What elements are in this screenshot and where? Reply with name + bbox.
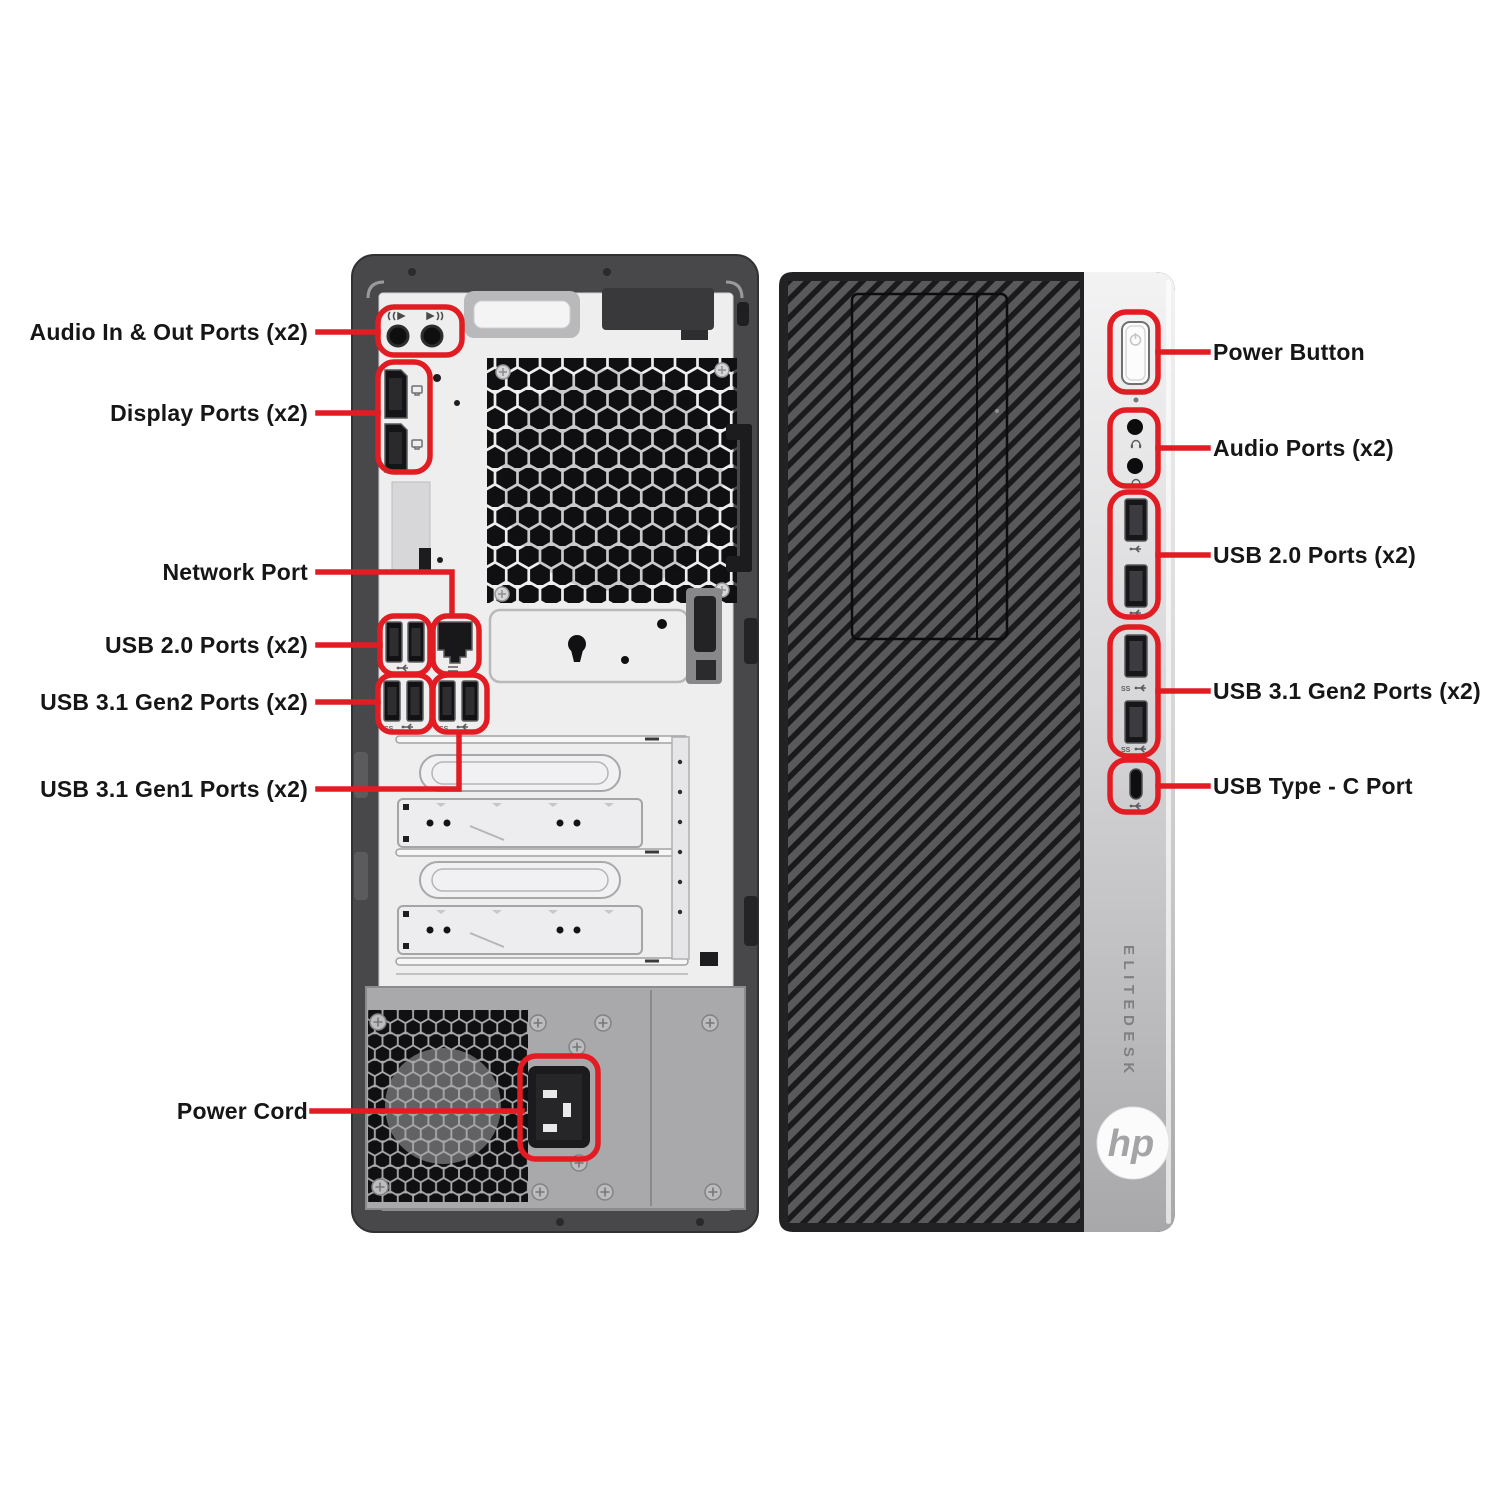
expansion-slots <box>395 735 718 975</box>
corner-brackets <box>366 280 744 1208</box>
svg-text:SS: SS <box>1121 686 1131 693</box>
label-usb31-gen1-rear: USB 3.1 Gen1 Ports (x2) <box>40 776 308 802</box>
rear-fan-grille <box>487 358 737 603</box>
power-button[interactable] <box>1121 321 1150 385</box>
label-audio-ports-front: Audio Ports (x2) <box>1213 435 1394 461</box>
back-tower: SS SS <box>351 254 759 1233</box>
front-striped-face <box>788 281 1080 1223</box>
front-silver-strip <box>1084 272 1175 1232</box>
front-audio-jack-2 <box>1127 458 1143 474</box>
audio-in-jack <box>386 324 410 348</box>
label-display-ports: Display Ports (x2) <box>110 400 308 426</box>
label-usb-type-c: USB Type - C Port <box>1213 773 1413 799</box>
slot-bracket <box>671 736 690 960</box>
leader-usb31-gen1-rear <box>315 730 462 792</box>
label-power-cord: Power Cord <box>176 1098 308 1124</box>
front-tower: SS SS ELITEDESK hp <box>779 272 1175 1232</box>
front-audio-jack-1 <box>1127 419 1143 435</box>
label-power-button: Power Button <box>1213 339 1365 365</box>
label-audio-in-out-ports: Audio In & Out Ports (x2) <box>29 319 308 345</box>
label-usb2-rear: USB 2.0 Ports (x2) <box>105 632 308 658</box>
rear-handle <box>726 424 752 572</box>
network-port <box>437 621 473 672</box>
label-usb31-gen2-front: USB 3.1 Gen2 Ports (x2) <box>1213 678 1481 704</box>
callout-display-ports <box>375 359 433 475</box>
power-inlet <box>528 1066 590 1148</box>
front-usb-c-port <box>1128 768 1143 810</box>
leader-network <box>315 569 455 617</box>
display-ports <box>384 369 423 473</box>
label-usb31-gen2-rear: USB 3.1 Gen2 Ports (x2) <box>40 689 308 715</box>
power-supply <box>365 986 746 1210</box>
front-audio-ports <box>1127 419 1143 488</box>
label-usb2-front: USB 2.0 Ports (x2) <box>1213 542 1416 568</box>
power-icon <box>1129 333 1142 346</box>
front-side-text: ELITEDESK <box>1120 945 1137 1079</box>
hp-logo: hp <box>1096 1106 1170 1180</box>
lock-slot <box>737 302 749 326</box>
svg-text:SS: SS <box>1121 747 1131 754</box>
callout-power-cord <box>517 1053 601 1162</box>
front-bay-door <box>850 292 1009 641</box>
top-io-block <box>602 288 714 330</box>
front-usb31-gen2-ports: SS SS <box>1121 634 1148 754</box>
callouts <box>309 304 1211 1162</box>
power-led <box>1133 397 1139 403</box>
audio-out-jack <box>420 324 444 348</box>
hp-logo-text: hp <box>1108 1123 1154 1165</box>
display-icon <box>411 385 423 450</box>
label-network-port: Network Port <box>162 559 308 585</box>
audio-in-out-ports <box>386 311 444 348</box>
